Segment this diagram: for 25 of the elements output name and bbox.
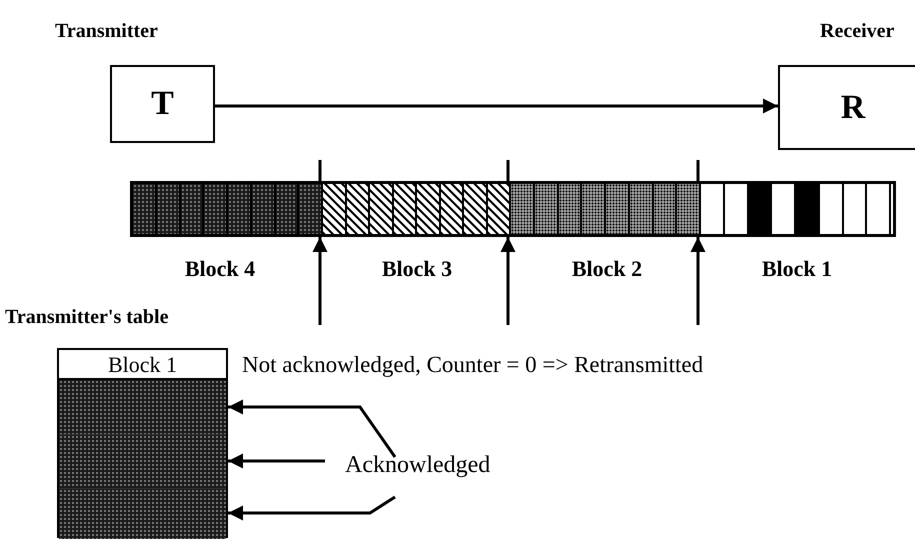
- arrow: [228, 496, 396, 520]
- table-row: [59, 434, 226, 489]
- transmitter-box: T: [110, 65, 215, 143]
- block-strip: [130, 181, 896, 237]
- block-segment: [511, 184, 701, 234]
- block-label: Block 2: [570, 256, 644, 282]
- block-label: Block 3: [380, 256, 454, 282]
- annotation-text: Acknowledged: [345, 452, 490, 479]
- boundary-arrow: [690, 237, 706, 325]
- arrow: [228, 400, 396, 458]
- table-row: [59, 380, 226, 434]
- arrow: [228, 454, 325, 468]
- heading: Transmitter: [55, 20, 158, 43]
- block-segment: [323, 184, 511, 234]
- receiver-box: R: [778, 65, 915, 150]
- boundary-arrow: [500, 237, 516, 325]
- heading: Transmitter's table: [5, 306, 168, 329]
- boundary-arrow: [312, 237, 328, 325]
- note-text: Not acknowledged, Counter = 0 => Retransmitted: [242, 352, 704, 378]
- table-row: [59, 488, 226, 539]
- arrow: [215, 98, 778, 114]
- block-segment: [133, 184, 323, 234]
- block-label: Block 4: [184, 256, 256, 282]
- block-label: Block 1: [760, 256, 834, 282]
- heading: Receiver: [820, 20, 894, 43]
